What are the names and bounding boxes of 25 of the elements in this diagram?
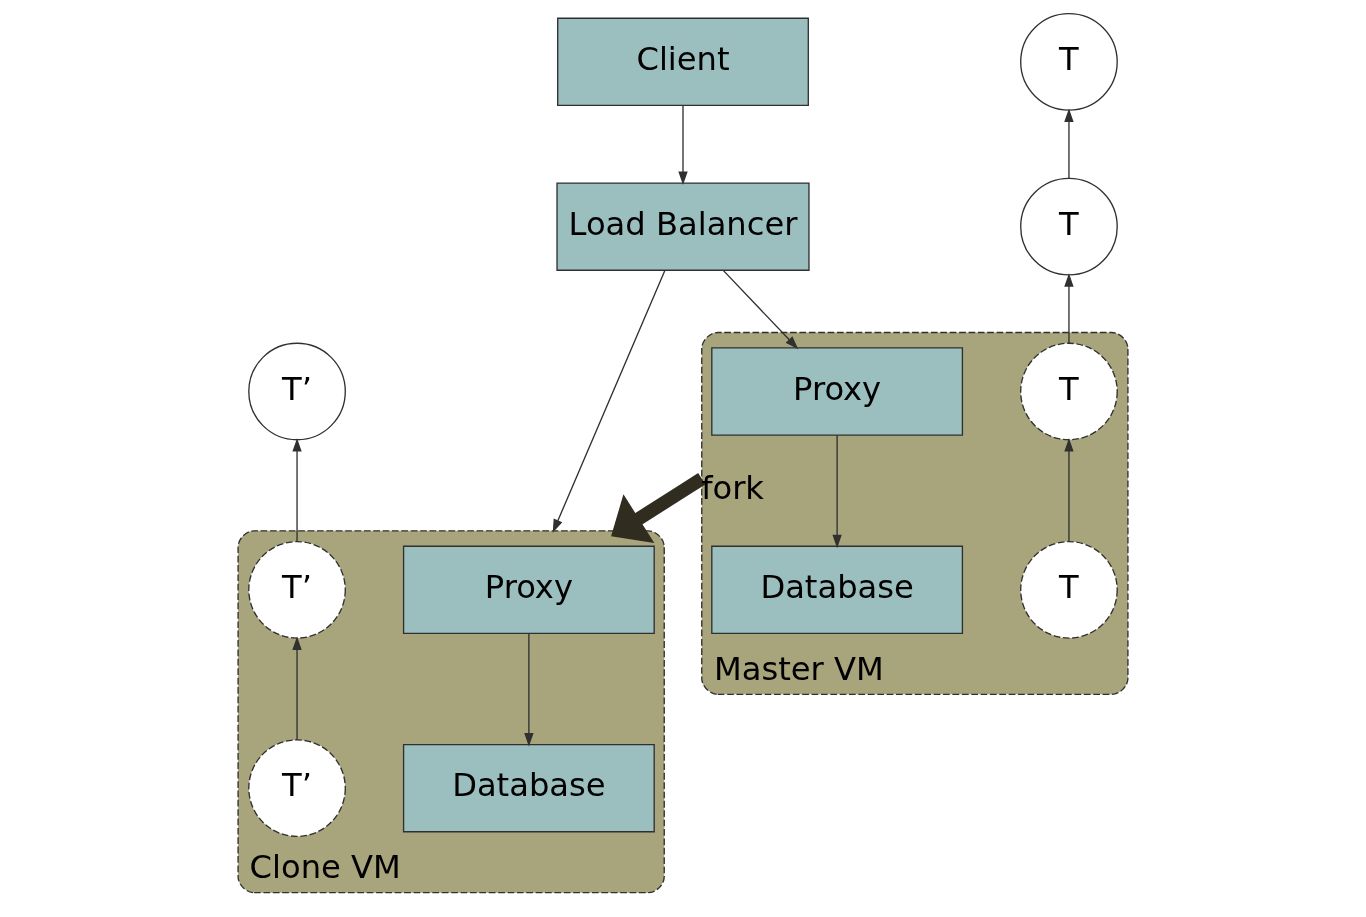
node-box: Database (402, 743, 655, 833)
arrow (1064, 273, 1074, 344)
node-box: Load Balancer (556, 182, 810, 271)
arrow (611, 473, 706, 544)
node-box: Proxy (711, 347, 964, 436)
node-circle: T (1020, 342, 1118, 441)
arrow (292, 438, 302, 543)
node-circle: T (1020, 12, 1118, 111)
node-circle: T’ (248, 342, 346, 441)
arrow (678, 105, 688, 186)
arrow (552, 269, 666, 533)
arrow (292, 636, 302, 741)
arrow (1064, 108, 1074, 179)
arrow (1064, 438, 1074, 543)
node-circle: T’ (248, 739, 346, 838)
node-circle: T’ (248, 540, 346, 639)
node-box: Proxy (402, 545, 655, 635)
node-box: Database (711, 545, 964, 635)
node-circle: T (1020, 540, 1118, 639)
edge-label: fork (701, 468, 765, 507)
arrow (722, 269, 799, 350)
node-box: Client (557, 17, 809, 107)
arrow (832, 434, 842, 549)
node-circle: T (1020, 177, 1118, 276)
arrow (524, 632, 534, 747)
